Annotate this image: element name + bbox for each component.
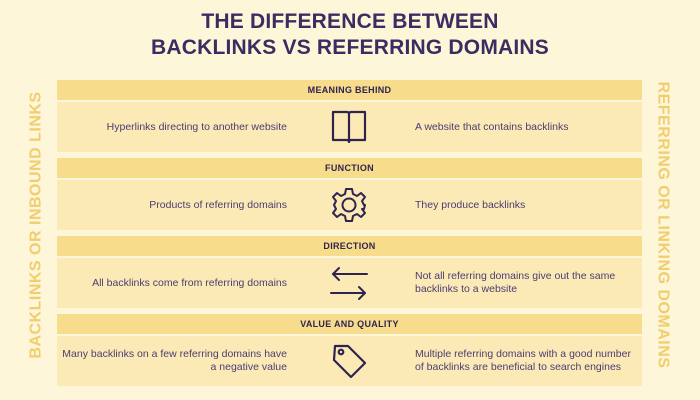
side-label-referring-domains: REFERRING OR LINKING DOMAINS [654,81,672,369]
section-header: MEANING BEHIND [57,80,642,100]
section-header: DIRECTION [57,236,642,256]
section-header: VALUE AND QUALITY [57,314,642,334]
backlinks-description: Products of referring domains [149,198,287,211]
referring-domains-description: Multiple referring domains with a good n… [415,348,631,373]
price-tag-icon [329,341,369,381]
book-icon [329,107,369,147]
referring-domains-description: A website that contains backlinks [415,120,569,133]
backlinks-description: All backlinks come from referring domain… [92,276,287,289]
backlinks-description: Many backlinks on a few referring domain… [62,348,287,373]
section-row: Products of referring domains They produ… [57,180,642,230]
backlinks-description: Hyperlinks directing to another website [106,120,287,133]
title-line-1: THE DIFFERENCE BETWEEN [201,10,499,33]
title-line-2: BACKLINKS VS REFERRING DOMAINS [150,36,550,59]
side-label-backlinks: BACKLINKS OR INBOUND LINKS [28,91,45,359]
referring-domains-description: They produce backlinks [415,198,526,211]
arrows-left-right-icon [329,263,369,303]
side-label-right-container: REFERRING OR LINKING DOMAINS [647,80,677,370]
page-title: THE DIFFERENCE BETWEEN BACKLINKS VS REFE… [0,9,700,61]
referring-domains-description: Not all referring domains give out the s… [415,270,616,295]
section-header: FUNCTION [57,158,642,178]
section-value-and-quality: VALUE AND QUALITY Many backlinks on a fe… [57,314,642,386]
section-row: Many backlinks on a few referring domain… [57,336,642,386]
section-direction: DIRECTION All backlinks come from referr… [57,236,642,308]
section-row: All backlinks come from referring domain… [57,258,642,308]
section-row: Hyperlinks directing to another website … [57,102,642,152]
gear-icon [329,185,369,225]
section-function: FUNCTION Products of referring domains T… [57,158,642,230]
side-label-left-container: BACKLINKS OR INBOUND LINKS [22,80,52,370]
section-meaning-behind: MEANING BEHIND Hyperlinks directing to a… [57,80,642,152]
